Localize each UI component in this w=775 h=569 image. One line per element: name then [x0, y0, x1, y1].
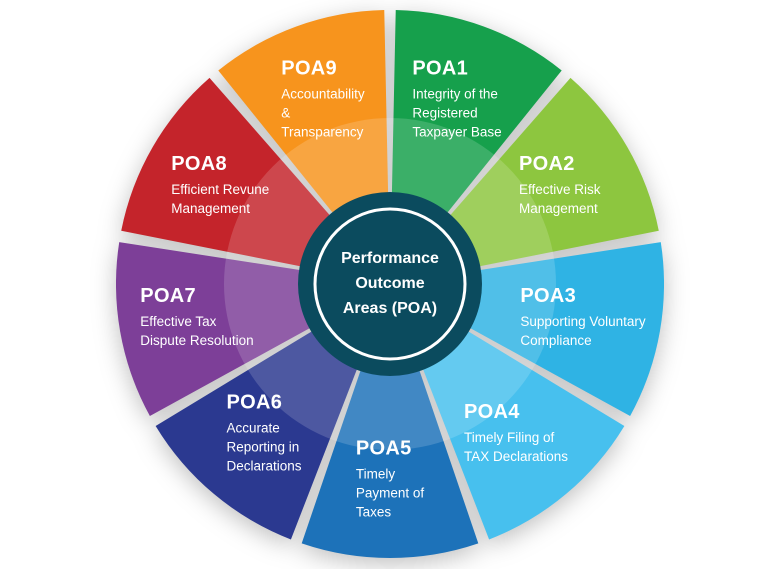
center-disc: [298, 192, 482, 376]
center-ring: [313, 207, 467, 361]
segment-poa5: [301, 284, 479, 558]
